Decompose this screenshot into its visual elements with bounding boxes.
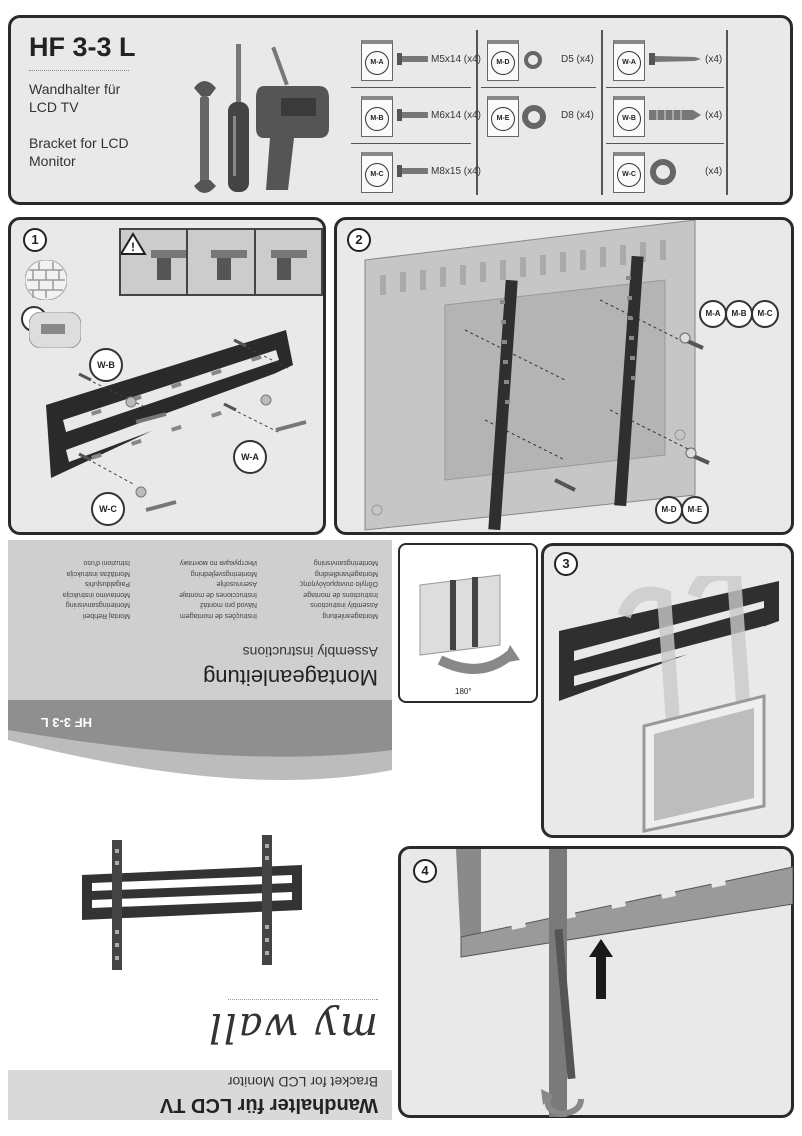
wood-screw-icon [649,53,701,65]
part-label-w-a: (x4) [705,54,723,65]
hang-tv-illustration [559,576,779,833]
part-label-m-c: M8x15 (x4) [431,166,482,177]
header-panel: HF 3-3 L Wandhalter für LCD TV Bracket f… [8,15,793,205]
parts-grid-divider-2 [601,30,603,195]
cover-title-en: Assembly instructions [242,644,378,660]
tv-back-illustration [364,220,710,531]
part-bag-w-a: W-A [613,40,645,81]
parts-grid-divider-3 [726,30,728,195]
part-bag-w-b: W-B [613,96,645,137]
screw-icon [397,53,428,65]
spirit-level-icon [29,312,81,348]
part-bag-m-b: M-B [361,96,393,137]
step-2-panel: 2 M-A M-B M-C M-D M-E [334,217,794,535]
drill-icon [256,46,329,190]
part-label-m-b: M6x14 (x4) [431,110,482,121]
brick-wall-icon [25,260,67,300]
model-title: HF 3-3 L [29,32,136,62]
screw-icon [397,165,428,177]
tools-illustration [194,44,329,193]
svg-text:!: ! [131,240,135,254]
part-bag-m-e: M-E [487,96,519,137]
part-bag-m-a: M-A [361,40,393,81]
part-label-m-d: D5 (x4) [561,54,594,65]
rotate-bracket-illustration [419,574,520,674]
badge-m-b: M-B [725,300,753,328]
cover-swoosh [8,700,392,780]
step-2-number: 2 [347,228,371,252]
rotate-label: 180° [455,687,472,696]
washer-icon [650,159,676,185]
badge-m-e: M-E [681,496,709,524]
title-en: Bracket for LCD Monitor [29,135,129,169]
badge-w-c: W-C [91,492,125,526]
brand-logo: my wall [207,1004,378,1050]
parts-grid: M-A M5x14 (x4) M-B M6x14 (x4) M-C M8x15 … [351,30,781,195]
badge-m-d: M-D [655,496,683,524]
cover-bottom-title-de: Wandhalter für LCD TV [159,1094,378,1116]
step-1-number: 1 [23,228,47,252]
badge-m-c: M-C [751,300,779,328]
step-4-panel: 4 [398,846,794,1118]
cover-model: HF 3-3 L [40,715,92,730]
washer-icon [522,105,546,129]
model-title-underline [29,66,129,71]
cover-section: Wandhalter für LCD TV Bracket for LCD Mo… [8,540,392,1120]
wall-bracket-illustration [46,330,307,512]
parts-grid-divider-1 [476,30,478,195]
drill-warning-illustration: ! [119,230,307,294]
badge-w-b: W-B [89,348,123,382]
part-bag-m-d: M-D [487,40,519,81]
screw-icon [397,109,428,121]
title-de: Wandhalter für LCD TV [29,81,121,115]
washer-icon [524,51,542,69]
cover-bottom-title-en: Bracket for LCD Monitor [227,1074,378,1090]
wrench-icon [194,81,216,193]
cover-title-band: Wandhalter für LCD TV Bracket for LCD Mo… [8,1070,392,1120]
part-bag-m-c: M-C [361,152,393,193]
step-1-panel: 1 ! ! [8,217,326,535]
parts-grid-hline-5 [606,143,724,144]
step-3-number: 3 [554,552,578,576]
part-label-m-a: M5x14 (x4) [431,54,482,65]
product-bracket-image [82,835,302,970]
step-4-number: 4 [413,859,437,883]
cover-info-band: Montageanleitung Assembly instructions M… [8,540,392,700]
parts-grid-hline-2 [351,143,471,144]
part-label-w-b: (x4) [705,110,723,121]
part-bag-w-c: W-C [613,152,645,193]
cover-title-de: Montageanleitung [203,665,378,690]
lock-bracket-illustration [456,849,793,1117]
step-3-panel: 3 [541,543,794,838]
parts-grid-hline-1 [351,87,471,88]
brand-logo-underline [228,999,378,1000]
warning-panel: ! [119,228,323,296]
screwdriver-icon [228,44,249,192]
badge-w-a: W-A [233,440,267,474]
parts-grid-hline-4 [606,87,724,88]
part-label-m-e: D8 (x4) [561,110,594,121]
badge-m-a: M-A [699,300,727,328]
parts-grid-hline-3 [481,87,596,88]
wall-plug-icon [649,110,701,120]
part-label-w-c: (x4) [705,166,723,177]
step-3-inset: 180° [398,543,538,703]
